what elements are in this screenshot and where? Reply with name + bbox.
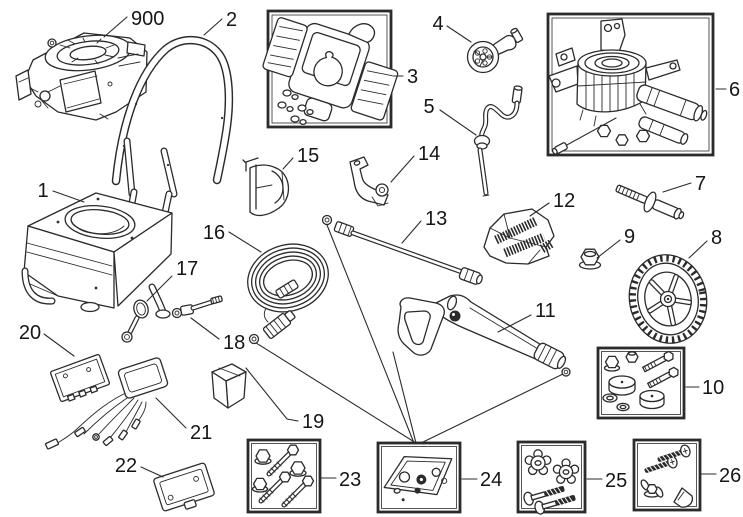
part-wiring-harness-illustration (44, 357, 169, 450)
callout-10: 10 (685, 377, 724, 399)
part-label-5: 5 (423, 96, 434, 118)
part-tray-plate-illustration (153, 462, 215, 512)
callout-900: 900 (103, 8, 164, 38)
part-label-17: 17 (176, 258, 198, 280)
part-label-900: 900 (131, 8, 164, 30)
callout-9: 9 (596, 226, 635, 259)
part-label-3: 3 (407, 66, 418, 88)
part-frame-illustration (21, 188, 173, 319)
part-label-4: 4 (432, 13, 443, 35)
part-bracket-illustration (349, 156, 389, 207)
part-hose-coil-illustration (247, 243, 329, 345)
part-label-6: 6 (729, 79, 740, 101)
panel-screws (277, 89, 314, 126)
part-label-11: 11 (535, 300, 556, 322)
part-label-14: 14 (418, 143, 440, 165)
part-wand-illustration (321, 214, 483, 285)
callout-2: 2 (203, 9, 237, 36)
part-label-13: 13 (425, 208, 447, 230)
callout-15: 15 (282, 145, 319, 170)
part-label-2: 2 (226, 9, 237, 31)
callout-24: 24 (461, 469, 502, 491)
part-label-15: 15 (297, 145, 319, 167)
kit-box-24 (376, 441, 462, 514)
kit-box-6 (546, 12, 715, 157)
kit-25-star-knob (552, 458, 580, 484)
kit-box-23 (246, 438, 322, 514)
callout-4: 4 (432, 13, 472, 43)
callout-21: 21 (155, 397, 212, 444)
callout-17: 17 (146, 258, 198, 302)
part-kit-bag-illustration (483, 208, 555, 265)
kit-24-leader-lines (252, 224, 564, 444)
part-valve-illustration (466, 27, 524, 74)
callout-20: 20 (19, 322, 75, 357)
part-axle-nut-illustration (578, 248, 602, 270)
part-label-8: 8 (711, 227, 722, 249)
callout-22: 22 (115, 455, 164, 478)
part-pin-bolt-illustration (171, 295, 223, 319)
part-label-21: 21 (190, 422, 212, 444)
kit-25-carriage-bolt (523, 486, 565, 506)
part-label-25: 25 (605, 470, 627, 492)
part-label-9: 9 (624, 226, 635, 248)
part-label-12: 12 (553, 190, 575, 212)
part-label-20: 20 (19, 322, 41, 344)
part-pull-pin-illustration (121, 299, 149, 343)
callout-23: 23 (320, 469, 361, 491)
callout-18: 18 (190, 317, 245, 354)
part-hook-illustration (242, 157, 290, 217)
callout-5: 5 (423, 96, 477, 136)
kit-26-wing-nut (640, 479, 664, 498)
callout-25: 25 (586, 470, 627, 492)
part-label-24: 24 (480, 469, 502, 491)
part-engine-illustration (15, 32, 148, 121)
kit-box-3 (262, 9, 399, 129)
callout-14: 14 (390, 143, 440, 183)
part-label-10: 10 (702, 377, 724, 399)
callout-12: 12 (529, 190, 575, 217)
part-label-18: 18 (223, 332, 245, 354)
pump-illustration (548, 18, 708, 155)
callout-11: 11 (497, 300, 556, 333)
callout-8: 8 (688, 227, 722, 259)
part-wheel-illustration (628, 254, 708, 344)
part-label-26: 26 (719, 465, 741, 487)
part-axle-bolt-illustration (615, 184, 685, 220)
callout-7: 7 (662, 173, 706, 195)
callout-3: 3 (392, 66, 418, 88)
kit-26-screw (644, 455, 678, 473)
part-handle-illustration (111, 35, 234, 198)
callout-13: 13 (401, 208, 447, 244)
part-label-1: 1 (37, 180, 48, 202)
kit-box-10 (596, 346, 686, 420)
part-box-illustration (211, 363, 247, 409)
part-panel-plate-illustration (50, 353, 110, 403)
callout-16: 16 (203, 222, 262, 253)
kit-box-25 (516, 440, 587, 515)
part-label-19: 19 (302, 411, 324, 433)
kit-23-bolt (258, 471, 292, 504)
part-siphon-tube-illustration (473, 85, 523, 197)
callout-19: 19 (245, 367, 324, 433)
kit-box-26 (632, 438, 702, 512)
kit-26-clip (673, 487, 694, 508)
part-label-16: 16 (203, 222, 225, 244)
callout-6: 6 (715, 79, 740, 101)
callout-1: 1 (37, 180, 85, 203)
kit-25-carriage-bolt (534, 495, 576, 515)
kit-23-bolt (281, 475, 315, 508)
callout-26: 26 (700, 465, 741, 487)
part-label-23: 23 (339, 469, 361, 491)
kit-26-screw (657, 444, 691, 462)
part-spray-gun-illustration (397, 294, 571, 377)
kit-25-star-knob (524, 449, 552, 476)
kit-23-bolt (266, 444, 300, 477)
part-label-22: 22 (115, 455, 137, 477)
part-label-7: 7 (695, 173, 706, 195)
